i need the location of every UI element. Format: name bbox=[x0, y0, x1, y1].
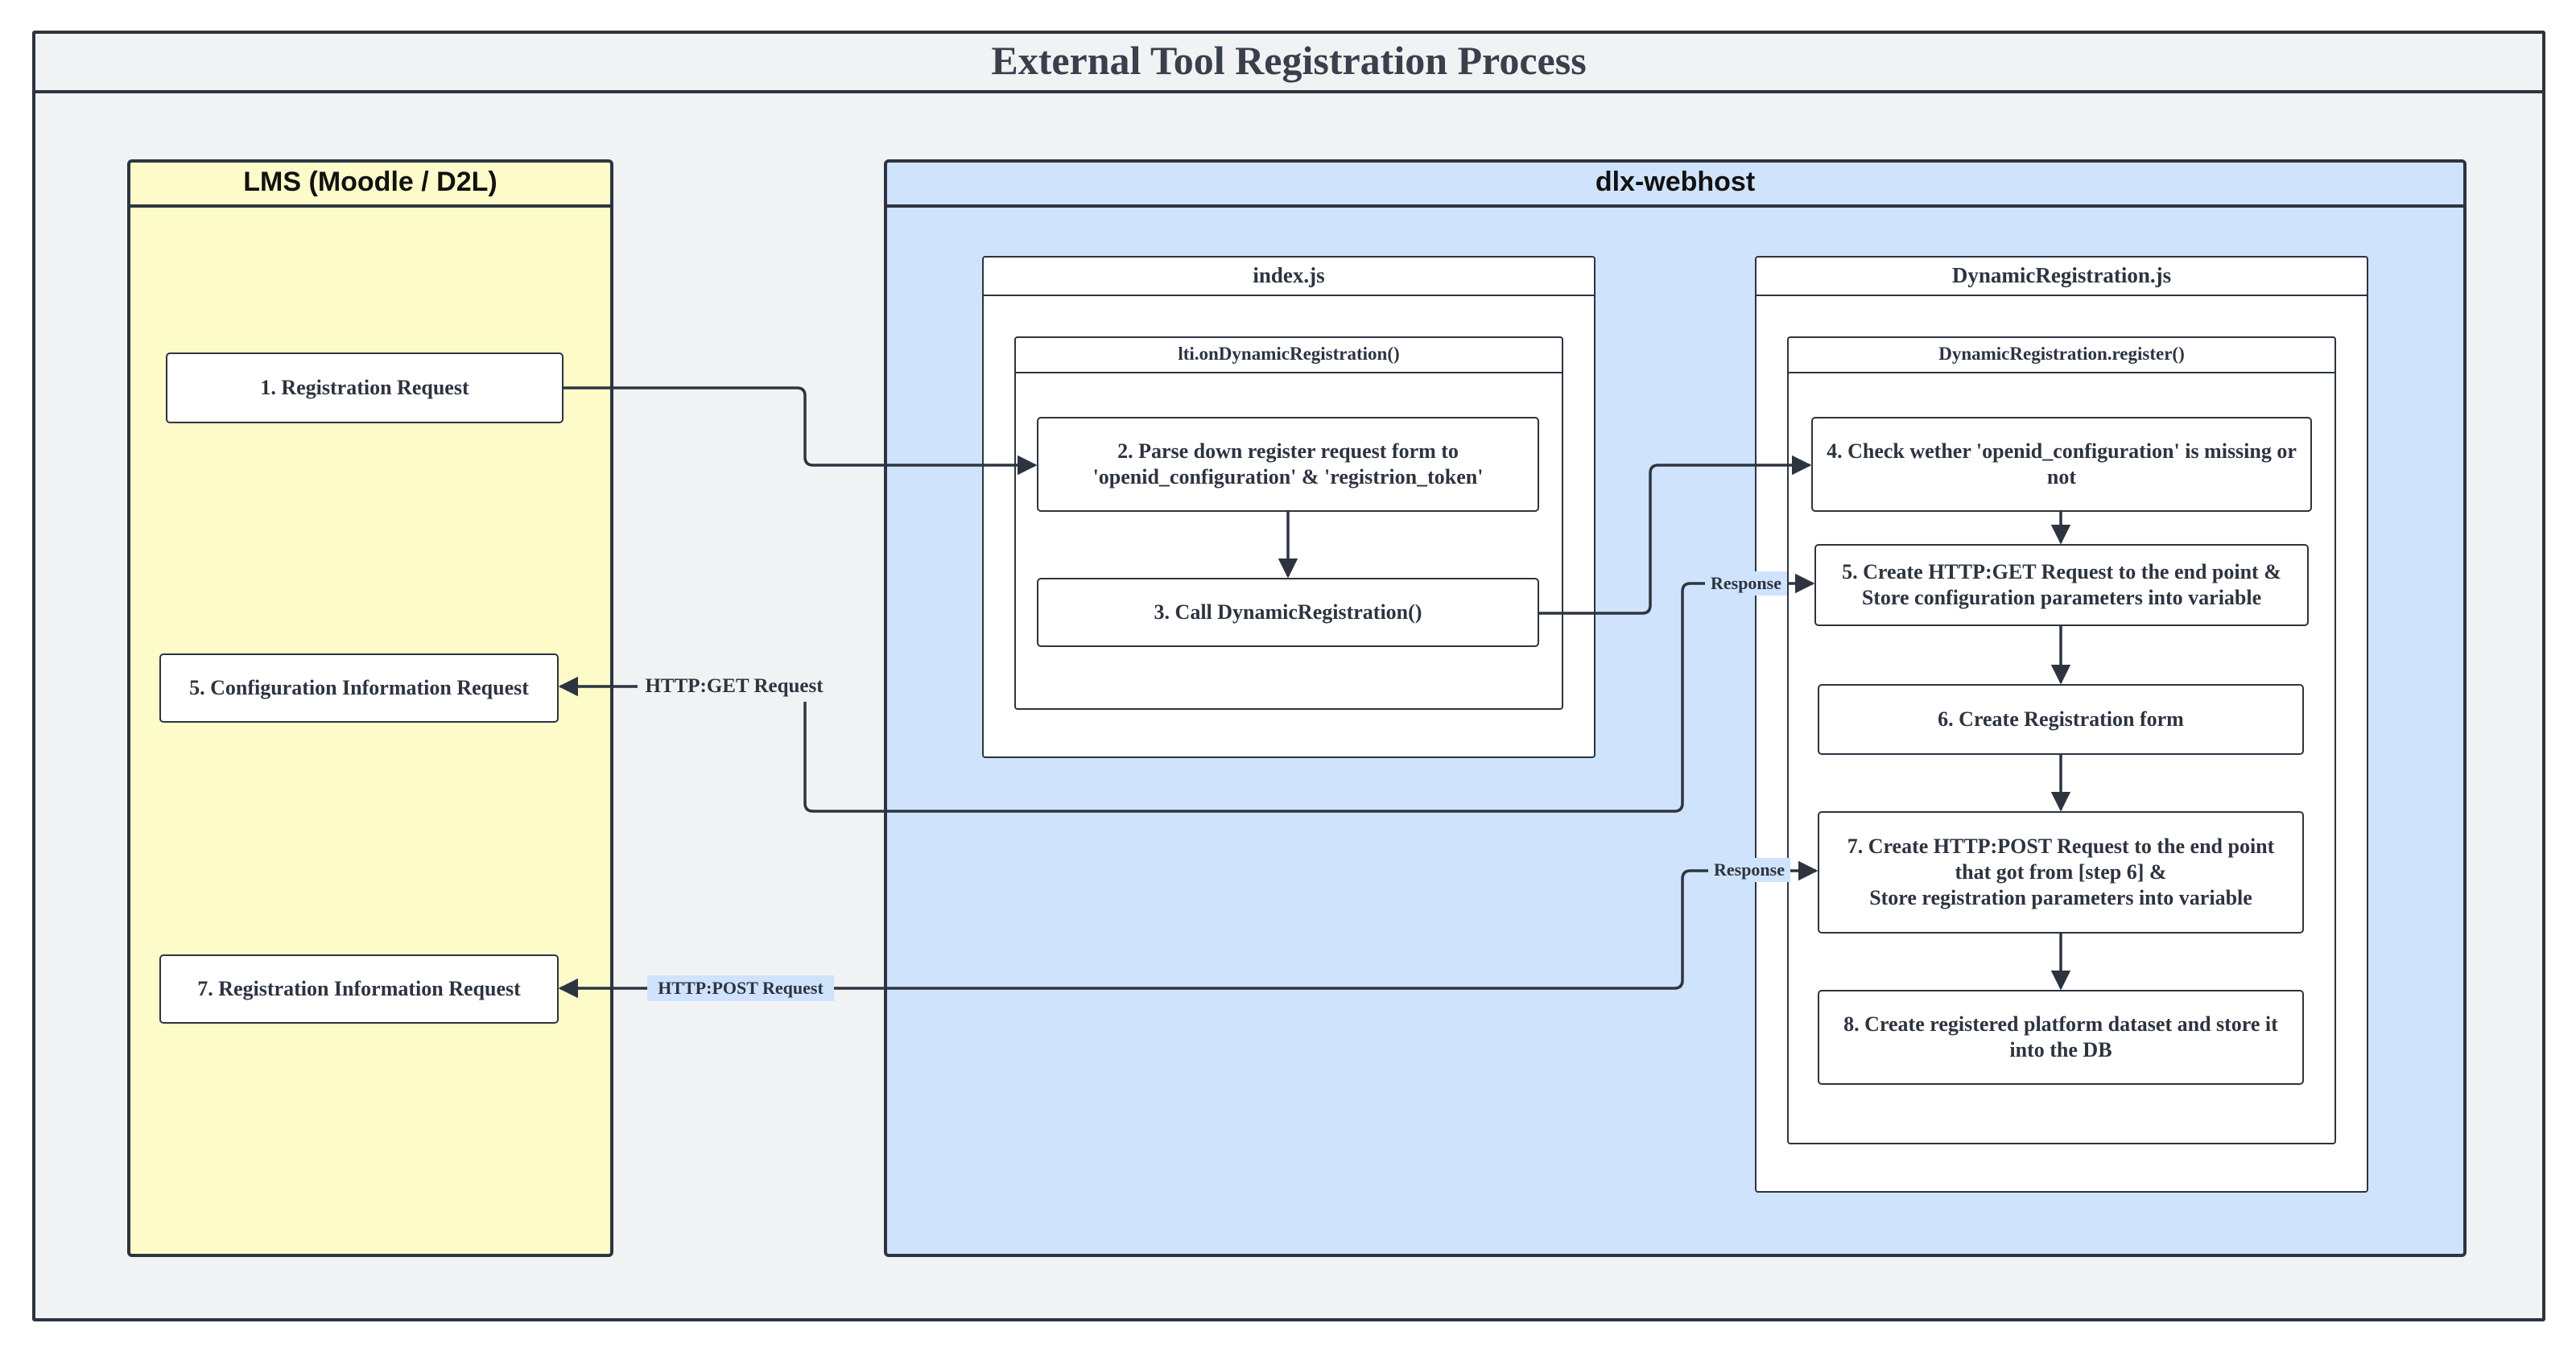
step-5-configuration-information-request: 5. Configuration Information Request bbox=[159, 653, 559, 723]
step-7-registration-information-request: 7. Registration Information Request bbox=[159, 954, 559, 1024]
step-7-create-post-request: 7. Create HTTP:POST Request to the end p… bbox=[1818, 811, 2304, 934]
step-4-check-openid-configuration: 4. Check wether 'openid_configuration' i… bbox=[1811, 417, 2312, 512]
get-response-label: Response bbox=[1705, 571, 1787, 596]
step-6-create-registration-form: 6. Create Registration form bbox=[1818, 684, 2304, 755]
step-8-create-platform-dataset: 8. Create registered platform dataset an… bbox=[1818, 990, 2304, 1085]
dynamic-registration-js-title: DynamicRegistration.js bbox=[1755, 256, 2368, 296]
index-js-title: index.js bbox=[982, 256, 1596, 296]
webhost-lane-title: dlx-webhost bbox=[884, 159, 2467, 208]
post-response-label: Response bbox=[1708, 858, 1790, 882]
http-post-request-label: HTTP:POST Request bbox=[647, 975, 834, 1001]
on-dynamic-registration-title: lti.onDynamicRegistration() bbox=[1014, 336, 1563, 373]
step-2-parse-request: 2. Parse down register request form to '… bbox=[1037, 417, 1539, 512]
on-dynamic-registration-frame bbox=[1014, 336, 1563, 710]
step-1-registration-request: 1. Registration Request bbox=[166, 352, 564, 423]
diagram-title: External Tool Registration Process bbox=[32, 31, 2545, 93]
register-function-title: DynamicRegistration.register() bbox=[1787, 336, 2336, 373]
step-3-call-dynamic-registration: 3. Call DynamicRegistration() bbox=[1037, 578, 1539, 647]
lms-lane-title: LMS (Moodle / D2L) bbox=[127, 159, 613, 208]
step-5-create-get-request: 5. Create HTTP:GET Request to the end po… bbox=[1814, 544, 2309, 626]
http-get-request-label: HTTP:GET Request bbox=[638, 671, 831, 702]
